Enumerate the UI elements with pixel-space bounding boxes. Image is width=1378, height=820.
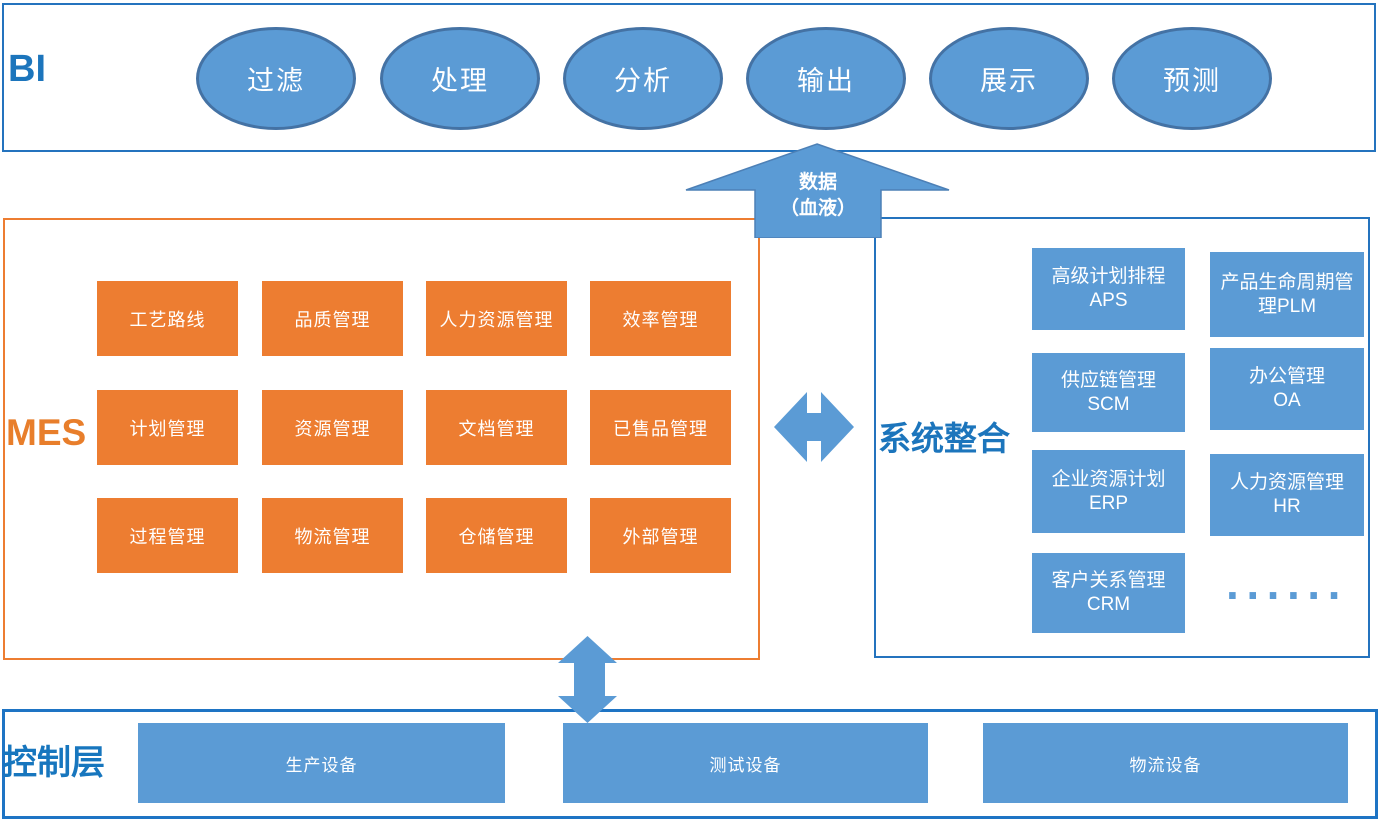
mes-module-external: 外部管理 — [590, 498, 731, 573]
mes-module-document: 文档管理 — [426, 390, 567, 465]
mes-module-label: 计划管理 — [129, 418, 206, 439]
bi-node-analyze: 分析 — [563, 27, 723, 130]
mes-module-label: 品质管理 — [294, 309, 371, 330]
integration-box-scm: 供应链管理 SCM — [1032, 353, 1185, 432]
bi-node-display: 展示 — [929, 27, 1089, 130]
integration-box-name: 企业资源计划 — [1051, 468, 1166, 490]
integration-box-abbr: APS — [1089, 290, 1128, 311]
mes-module-label: 外部管理 — [622, 526, 699, 547]
mes-module-label: 物流管理 — [294, 526, 371, 547]
integration-box-abbr: ERP — [1088, 492, 1129, 514]
mes-module-label: 人力资源管理 — [439, 309, 554, 330]
mes-module-label: 仓储管理 — [458, 526, 535, 547]
mes-module-quality: 品质管理 — [262, 281, 403, 356]
mes-module-label: 已售品管理 — [613, 418, 708, 439]
integration-box-abbr: SCM — [1087, 393, 1130, 415]
bi-section-frame — [2, 3, 1376, 152]
integration-box-oa: 办公管理 OA — [1210, 348, 1364, 430]
device-box-label: 测试设备 — [709, 755, 782, 775]
integration-box-erp: 企业资源计划 ERP — [1032, 450, 1185, 533]
integration-box-name: 客户关系管理 — [1051, 570, 1166, 591]
control-section-frame — [2, 709, 1378, 819]
bi-node-process: 处理 — [380, 27, 540, 130]
integration-box-abbr: CRM — [1086, 594, 1131, 615]
integration-box-name: 高级计划排程 — [1051, 266, 1166, 287]
integration-box-name: 供应链管理 — [1060, 369, 1156, 391]
mes-module-label: 效率管理 — [622, 309, 699, 330]
mes-control-double-arrow-icon — [558, 636, 617, 723]
bi-node-predict-label: 预测 — [1163, 66, 1221, 96]
mes-module-resource: 资源管理 — [262, 390, 403, 465]
mes-module-hr: 人力资源管理 — [426, 281, 567, 356]
mes-integration-double-arrow-icon — [774, 392, 854, 462]
bi-node-output-label: 输出 — [797, 66, 855, 96]
bi-node-output: 输出 — [746, 27, 906, 130]
mes-module-label: 文档管理 — [458, 418, 535, 439]
mes-module-sold-goods: 已售品管理 — [590, 390, 731, 465]
integration-box-aps: 高级计划排程 APS — [1032, 248, 1185, 330]
bi-node-display-label: 展示 — [980, 66, 1038, 96]
mes-module-label: 资源管理 — [294, 418, 371, 439]
integration-box-abbr: OA — [1273, 390, 1301, 411]
data-up-arrow-icon — [685, 143, 950, 238]
device-box-label: 物流设备 — [1129, 755, 1202, 775]
bi-section-label: BI — [8, 48, 46, 90]
mes-section-frame — [3, 218, 760, 660]
mes-module-efficiency: 效率管理 — [590, 281, 731, 356]
integration-box-name: 产品生命周期管理PLM — [1220, 271, 1354, 317]
bi-node-predict: 预测 — [1112, 27, 1272, 130]
bi-node-process-label: 处理 — [431, 66, 489, 96]
device-box-testing: 测试设备 — [563, 723, 928, 803]
integration-box-plm: 产品生命周期管理PLM — [1210, 252, 1364, 337]
mes-module-logistics: 物流管理 — [262, 498, 403, 573]
bi-node-analyze-label: 分析 — [614, 66, 672, 96]
device-box-label: 生产设备 — [285, 755, 358, 775]
data-arrow-caption-line1: 数据 — [798, 172, 837, 193]
bi-node-filter: 过滤 — [196, 27, 356, 130]
integration-box-name: 人力资源管理 — [1229, 472, 1344, 493]
integration-section-label: 系统整合 — [878, 420, 1010, 457]
control-section-label: 控制层 — [3, 744, 105, 782]
mes-module-label: 工艺路线 — [129, 309, 206, 330]
integration-box-hr: 人力资源管理 HR — [1210, 454, 1364, 536]
integration-box-abbr: HR — [1273, 496, 1301, 517]
ellipsis-dots-icon: ······ — [1226, 569, 1348, 621]
device-box-production: 生产设备 — [138, 723, 505, 803]
mes-module-warehouse: 仓储管理 — [426, 498, 567, 573]
mes-module-process-route: 工艺路线 — [97, 281, 238, 356]
integration-box-name: 办公管理 — [1248, 366, 1325, 387]
mes-section-label: MES — [6, 412, 87, 453]
data-arrow-caption-line2: （血液） — [779, 198, 856, 219]
integration-section-frame — [874, 217, 1370, 658]
mes-module-label: 过程管理 — [129, 526, 206, 547]
bi-node-filter-label: 过滤 — [247, 66, 305, 96]
mes-module-process-mgmt: 过程管理 — [97, 498, 238, 573]
mes-module-planning: 计划管理 — [97, 390, 238, 465]
device-box-logistics: 物流设备 — [983, 723, 1348, 803]
integration-box-crm: 客户关系管理 CRM — [1032, 553, 1185, 633]
data-arrow-caption: 数据 （血液） — [738, 170, 898, 222]
